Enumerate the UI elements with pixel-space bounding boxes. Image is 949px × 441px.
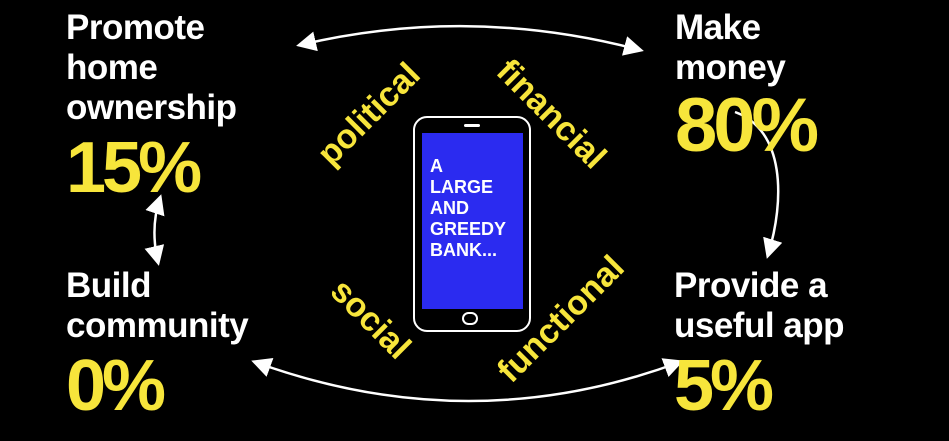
phone-illustration: A LARGE AND GREEDY BANK...	[413, 116, 531, 332]
quadrant-provide-useful-app: Provide a useful app 5%	[674, 266, 845, 426]
arrow-left	[144, 194, 165, 266]
home-button-icon	[462, 312, 478, 325]
quadrant-make-money: Make money 80%	[675, 8, 819, 168]
quadrant-build-community: Build community 0%	[66, 266, 249, 426]
arrow-right	[734, 110, 783, 259]
phone-screen: A LARGE AND GREEDY BANK...	[422, 133, 523, 309]
goal-label: Promote home ownership	[66, 8, 237, 127]
goal-percent: 0%	[66, 346, 166, 426]
phone-screen-text: A LARGE AND GREEDY BANK...	[430, 156, 507, 260]
goal-percent: 15%	[66, 128, 202, 208]
goal-percent: 80%	[675, 83, 819, 168]
arrow-top	[296, 24, 644, 56]
arrow-bottom	[251, 358, 684, 403]
quadrant-promote-home-ownership: Promote home ownership 15%	[66, 8, 237, 204]
goal-label: Make money	[675, 8, 786, 87]
goal-label: Provide a useful app	[674, 266, 845, 345]
goal-percent: 5%	[674, 346, 774, 426]
phone-speaker	[464, 124, 480, 127]
goal-label: Build community	[66, 266, 249, 345]
